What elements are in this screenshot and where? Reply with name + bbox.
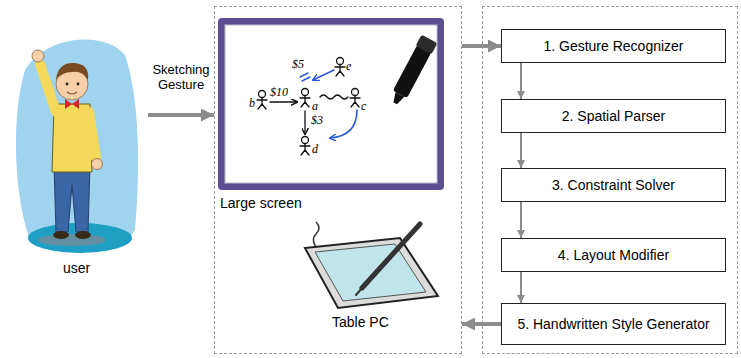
flow-arrow (148, 113, 214, 117)
stick-figure-head (302, 89, 309, 96)
stick-figure (257, 98, 267, 110)
screen-surface (225, 25, 437, 183)
box-label: 1. Gesture Recognizer (543, 38, 683, 55)
sketch-blue-arrow (330, 110, 357, 138)
edge-label: Sketching Gesture (146, 62, 216, 93)
box-label: 2. Spatial Parser (562, 108, 666, 125)
sketch-label: b (249, 97, 255, 109)
shoe (53, 231, 69, 239)
sketch-label: $3 (311, 114, 323, 126)
raised-arm (40, 64, 56, 112)
stick-figure (350, 96, 360, 108)
pants (54, 165, 90, 232)
stick-figure (300, 96, 310, 108)
sketch-hatch (300, 73, 310, 81)
process-box: 2. Spatial Parser (501, 99, 726, 133)
sketch-label: $10 (270, 86, 288, 98)
arm (89, 112, 96, 158)
box-label: 5. Handwritten Style Generator (517, 316, 709, 333)
sketch-label: c (361, 100, 366, 112)
box-label: 3. Constraint Solver (552, 177, 675, 194)
process-box: 3. Constraint Solver (501, 168, 726, 202)
stick-figure (300, 144, 310, 156)
stylus-tip (356, 288, 362, 295)
caption-label: Large screen (220, 195, 302, 212)
sketch-label: e (346, 60, 351, 72)
process-box: 1. Gesture Recognizer (501, 29, 726, 63)
tablet-body (305, 238, 438, 308)
user-illustration (16, 39, 138, 253)
tablet-screen (315, 244, 426, 301)
large-screen (218, 18, 444, 190)
pen-body (393, 45, 432, 98)
stick-figure (335, 65, 345, 77)
stick-figure-head (352, 89, 359, 96)
sketch-arrow (304, 111, 305, 134)
shadow (38, 234, 106, 246)
eye (77, 83, 80, 86)
process-box: 5. Handwritten Style Generator (501, 303, 726, 345)
pen-tip (391, 92, 405, 106)
shoe (75, 231, 91, 239)
display-panel: Large screenTable PC (214, 6, 462, 354)
flow-arrow (520, 272, 522, 303)
caption-label: user (63, 260, 90, 277)
stick-figure-head (337, 58, 344, 65)
bow-tie (65, 99, 79, 109)
hand (92, 159, 103, 170)
box-label: 4. Layout Modifier (558, 247, 669, 264)
pipeline-panel: 1. Gesture Recognizer 2. Spatial Parser 3.… (482, 6, 738, 354)
hand (32, 50, 44, 62)
hair (56, 63, 88, 80)
user-backdrop (16, 39, 138, 252)
sketch-wavy-line (320, 95, 348, 99)
stylus (362, 224, 420, 288)
flow-arrow (520, 63, 522, 99)
flow-arrow (520, 133, 522, 168)
sketch (257, 58, 360, 156)
sketch-arrow (270, 101, 297, 102)
flow-arrow (520, 202, 522, 238)
tablet-pc (305, 222, 438, 308)
sketch-label: $5 (292, 58, 304, 70)
marker-pen (387, 35, 437, 108)
sketch-label: d (312, 143, 318, 155)
process-box: 4. Layout Modifier (501, 238, 726, 272)
sketch-blue-arrow (313, 70, 334, 80)
eye (66, 83, 69, 86)
stick-figure-head (302, 137, 309, 144)
screen-frame (218, 18, 444, 190)
stick-figure-head (259, 91, 266, 98)
pen-cap (415, 35, 437, 55)
user-figure: user (5, 35, 148, 277)
mouth (67, 92, 77, 94)
sketch-label: a (312, 100, 318, 112)
caption-label: Table PC (332, 314, 389, 331)
